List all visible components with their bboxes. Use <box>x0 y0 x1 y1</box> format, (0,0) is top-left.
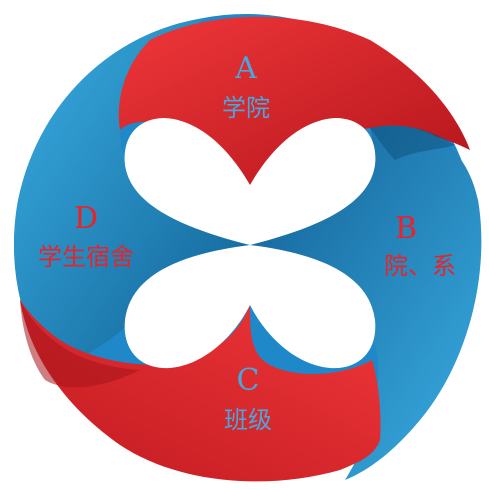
segment-d-label: 学生宿舍 <box>38 243 134 271</box>
segment-c-letter: C <box>237 363 260 398</box>
segment-b-label: 院、系 <box>384 252 456 280</box>
segment-a-label: 学院 <box>222 94 270 122</box>
segment-c-label: 班级 <box>224 406 272 434</box>
segment-a-letter: A <box>234 51 257 86</box>
segment-b-letter: B <box>395 211 417 246</box>
segment-d-letter: D <box>74 201 98 236</box>
